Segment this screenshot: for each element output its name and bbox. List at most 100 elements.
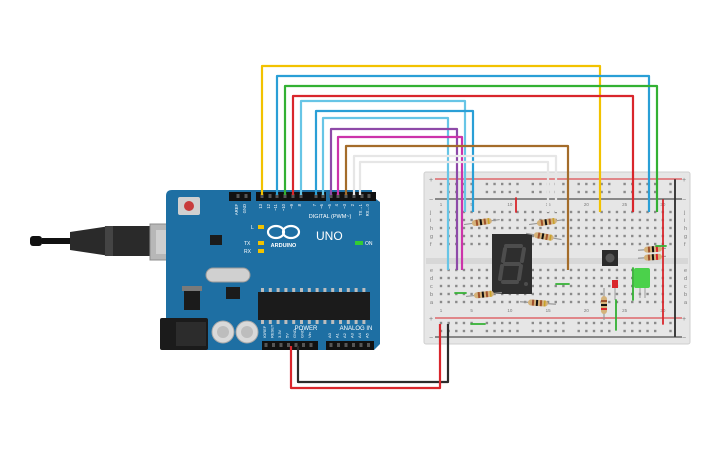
terminal-hole[interactable] <box>577 268 580 272</box>
terminal-hole[interactable] <box>600 292 603 296</box>
terminal-hole[interactable] <box>501 210 504 214</box>
power-pin[interactable] <box>279 343 283 347</box>
rail-hole[interactable] <box>577 321 580 325</box>
rail-hole[interactable] <box>462 329 466 333</box>
rail-hole[interactable] <box>600 190 603 194</box>
rail-hole[interactable] <box>669 190 672 194</box>
terminal-hole[interactable] <box>562 234 565 238</box>
terminal-hole[interactable] <box>462 276 466 280</box>
terminal-hole[interactable] <box>638 226 642 230</box>
terminal-hole[interactable] <box>439 242 443 246</box>
terminal-hole[interactable] <box>569 284 573 288</box>
rail-hole[interactable] <box>623 321 626 325</box>
rail-hole[interactable] <box>608 190 611 194</box>
terminal-hole[interactable] <box>562 300 565 304</box>
terminal-hole[interactable] <box>554 292 557 296</box>
terminal-hole[interactable] <box>608 284 611 288</box>
terminal-hole[interactable] <box>516 300 519 304</box>
rail-hole[interactable] <box>562 321 565 325</box>
terminal-hole[interactable] <box>539 210 542 214</box>
terminal-hole[interactable] <box>585 210 588 214</box>
terminal-hole[interactable] <box>654 284 657 288</box>
rail-hole[interactable] <box>470 182 473 186</box>
header-pin[interactable] <box>236 194 240 198</box>
terminal-hole[interactable] <box>455 300 458 304</box>
terminal-hole[interactable] <box>447 292 450 296</box>
terminal-hole[interactable] <box>585 268 588 272</box>
terminal-hole[interactable] <box>554 226 557 230</box>
terminal-hole[interactable] <box>577 234 580 238</box>
terminal-hole[interactable] <box>439 284 443 288</box>
rail-hole[interactable] <box>493 182 496 186</box>
rail-hole[interactable] <box>516 329 519 333</box>
resistor-4[interactable] <box>465 290 502 300</box>
rail-hole[interactable] <box>608 182 611 186</box>
terminal-hole[interactable] <box>592 284 596 288</box>
rail-hole[interactable] <box>455 321 458 325</box>
terminal-hole[interactable] <box>531 276 534 280</box>
terminal-hole[interactable] <box>577 226 580 230</box>
rail-hole[interactable] <box>623 329 626 333</box>
rail-hole[interactable] <box>508 190 512 194</box>
terminal-hole[interactable] <box>615 292 619 296</box>
terminal-hole[interactable] <box>592 234 596 238</box>
rail-hole[interactable] <box>501 321 504 325</box>
rail-hole[interactable] <box>493 329 496 333</box>
terminal-hole[interactable] <box>654 292 657 296</box>
terminal-hole[interactable] <box>470 242 473 246</box>
terminal-hole[interactable] <box>516 210 519 214</box>
terminal-hole[interactable] <box>455 292 458 296</box>
rail-hole[interactable] <box>646 329 649 333</box>
terminal-hole[interactable] <box>447 276 450 280</box>
rail-hole[interactable] <box>462 321 466 325</box>
push-button[interactable] <box>602 250 618 266</box>
rail-hole[interactable] <box>470 329 473 333</box>
terminal-hole[interactable] <box>554 234 557 238</box>
terminal-hole[interactable] <box>562 276 565 280</box>
seven-segment-display[interactable] <box>492 234 532 294</box>
rail-hole[interactable] <box>439 321 443 325</box>
terminal-hole[interactable] <box>546 292 550 296</box>
terminal-hole[interactable] <box>516 218 519 222</box>
wire-green[interactable] <box>283 84 659 212</box>
terminal-hole[interactable] <box>623 276 626 280</box>
rail-hole[interactable] <box>470 321 473 325</box>
header-pin[interactable] <box>336 194 340 198</box>
terminal-hole[interactable] <box>470 292 473 296</box>
resistor-7[interactable] <box>637 253 666 261</box>
terminal-hole[interactable] <box>478 284 481 288</box>
terminal-hole[interactable] <box>608 300 611 304</box>
rail-hole[interactable] <box>539 182 542 186</box>
terminal-hole[interactable] <box>539 292 542 296</box>
terminal-hole[interactable] <box>592 242 596 246</box>
power-pin[interactable] <box>294 343 298 347</box>
terminal-hole[interactable] <box>508 218 512 222</box>
header-pin[interactable] <box>321 194 325 198</box>
power-pin[interactable] <box>302 343 305 347</box>
header-pin[interactable] <box>352 194 356 198</box>
terminal-hole[interactable] <box>585 284 588 288</box>
terminal-hole[interactable] <box>669 234 672 238</box>
rail-hole[interactable] <box>592 321 596 325</box>
rail-hole[interactable] <box>485 329 489 333</box>
terminal-hole[interactable] <box>638 234 642 238</box>
rail-hole[interactable] <box>585 321 588 325</box>
terminal-hole[interactable] <box>631 300 634 304</box>
terminal-hole[interactable] <box>508 300 512 304</box>
resistor-3[interactable] <box>525 230 562 242</box>
terminal-hole[interactable] <box>485 242 489 246</box>
header-pin[interactable] <box>314 194 318 198</box>
terminal-hole[interactable] <box>455 276 458 280</box>
terminal-hole[interactable] <box>631 218 634 222</box>
terminal-hole[interactable] <box>654 234 657 238</box>
header-pin[interactable] <box>283 194 287 198</box>
wire-black-gnd[interactable] <box>296 324 450 384</box>
terminal-hole[interactable] <box>592 210 596 214</box>
resistor-6[interactable] <box>637 245 666 253</box>
analog-pin[interactable] <box>352 343 355 347</box>
terminal-hole[interactable] <box>539 226 542 230</box>
terminal-hole[interactable] <box>546 300 550 304</box>
terminal-hole[interactable] <box>470 268 473 272</box>
rail-hole[interactable] <box>608 321 611 325</box>
